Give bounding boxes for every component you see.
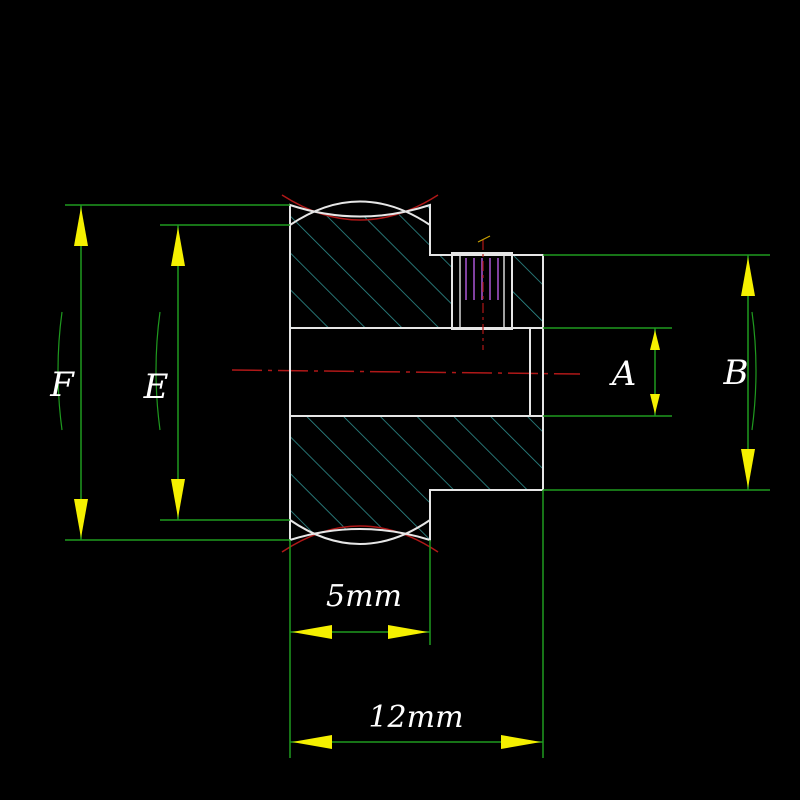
arrow-f-bottom bbox=[74, 499, 88, 538]
arrow-12mm-left bbox=[292, 735, 332, 749]
arrow-a-top bbox=[650, 330, 660, 350]
arrow-e-bottom bbox=[171, 479, 185, 518]
tooth-profile-arcs bbox=[281, 194, 439, 553]
dimension-label-5mm: 5mm bbox=[326, 579, 402, 614]
arrow-b-top bbox=[741, 257, 755, 296]
label-arcs bbox=[57, 311, 757, 431]
arrow-5mm-right bbox=[388, 625, 428, 639]
dimension-label-e: E bbox=[143, 367, 169, 407]
dimension-label-a: A bbox=[609, 354, 637, 394]
arrow-f-top bbox=[74, 207, 88, 246]
arrow-a-bottom bbox=[650, 394, 660, 414]
dimension-label-b: B bbox=[723, 353, 749, 393]
arrow-e-top bbox=[171, 227, 185, 266]
dimension-arrows bbox=[74, 207, 755, 749]
dimension-label-f: F bbox=[49, 365, 75, 405]
set-screw bbox=[451, 235, 513, 350]
arrow-5mm-left bbox=[292, 625, 332, 639]
arrow-b-bottom bbox=[741, 449, 755, 488]
dimension-label-12mm: 12mm bbox=[368, 700, 463, 735]
extension-lines bbox=[65, 204, 770, 758]
arrow-12mm-right bbox=[501, 735, 541, 749]
